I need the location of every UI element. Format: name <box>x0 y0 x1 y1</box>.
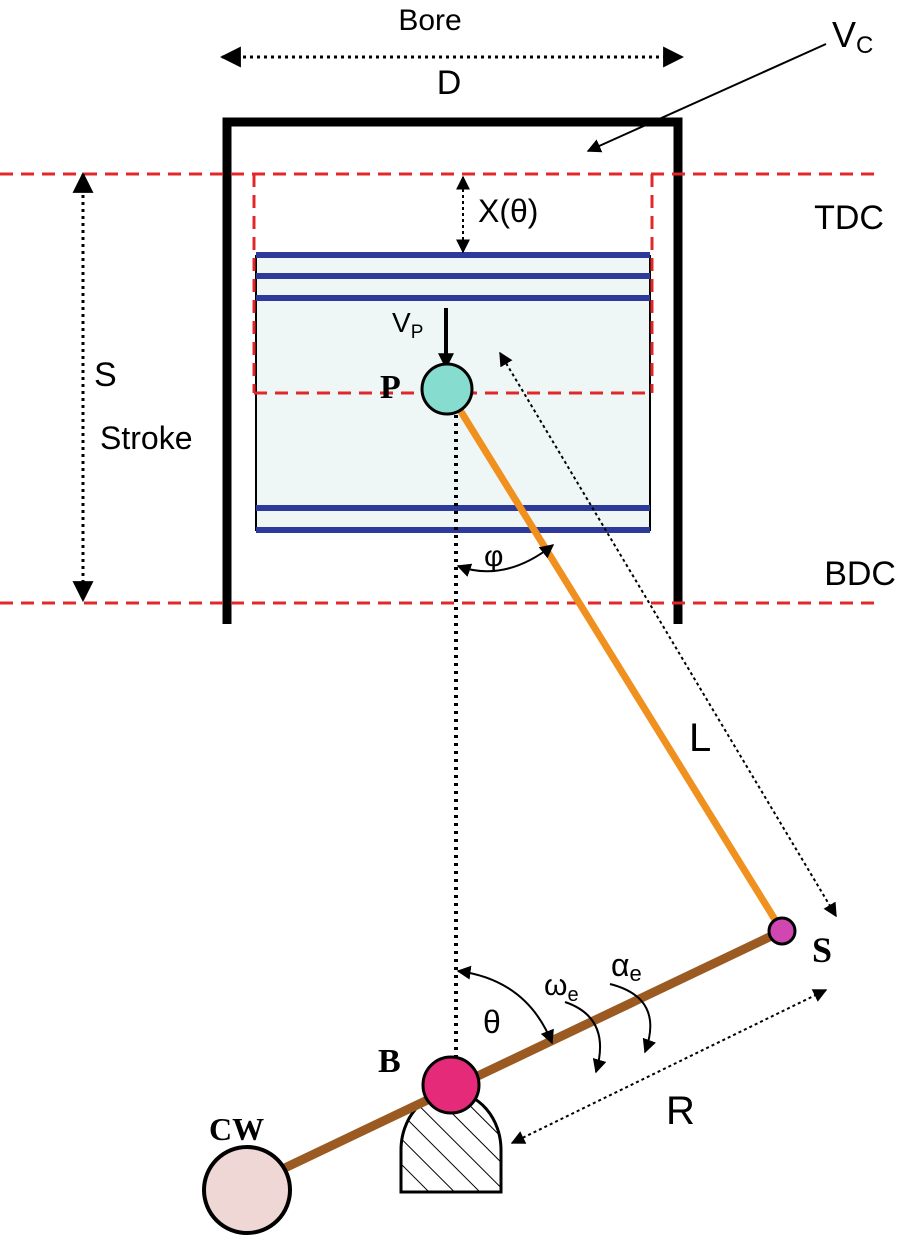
clearance-volume-pointer <box>586 43 827 153</box>
clearance-volume-sub: C <box>856 32 873 59</box>
crank-angle-arc <box>456 965 554 1045</box>
rod-angle-label: φ <box>484 540 503 573</box>
piston-pin-label: P <box>380 369 401 406</box>
stroke-symbol-label: S <box>94 356 117 394</box>
crank-center-label: B <box>378 1043 401 1080</box>
tdc-label: TDC <box>814 199 884 237</box>
piston-velocity-main: V <box>392 307 411 338</box>
displacement-label: X(θ) <box>478 193 538 229</box>
rod-angle-arc <box>456 544 555 577</box>
angular-acceleration-label: αe <box>611 947 642 986</box>
angular-acceleration-sub: e <box>630 961 642 986</box>
angular-velocity-sub: e <box>567 984 578 1006</box>
counterweight-label: CW <box>209 1111 264 1147</box>
angular-acceleration-arc <box>609 983 656 1054</box>
bore-label: Bore <box>398 4 461 37</box>
crank-pin-label: S <box>812 930 832 970</box>
crank-pin-joint <box>767 916 797 946</box>
angular-acceleration-main: α <box>611 947 630 983</box>
piston-velocity-label: VP <box>392 307 423 343</box>
connecting-rod <box>444 387 785 933</box>
clearance-volume-main: V <box>832 14 856 55</box>
crank-radius-arrow <box>510 989 828 1144</box>
crank-angle-label: θ <box>483 1004 501 1040</box>
counterweight <box>202 1145 292 1235</box>
piston-velocity-sub: P <box>411 322 424 343</box>
piston-pin-joint <box>420 362 474 416</box>
angular-velocity-label: ωe <box>544 969 579 1006</box>
bore-symbol-label: D <box>437 64 462 102</box>
bdc-label: BDC <box>824 555 896 593</box>
angular-velocity-arc <box>564 1001 607 1074</box>
stroke-label: Stroke <box>100 420 192 456</box>
rod-length-label: L <box>689 716 711 760</box>
crank-center-joint <box>421 1055 481 1115</box>
crank-arm <box>245 926 784 1191</box>
rod-length-arrow <box>499 351 837 918</box>
crank-radius-label: R <box>666 1089 695 1133</box>
clearance-volume-label: VC <box>832 14 873 59</box>
angular-velocity-main: ω <box>544 969 567 1002</box>
